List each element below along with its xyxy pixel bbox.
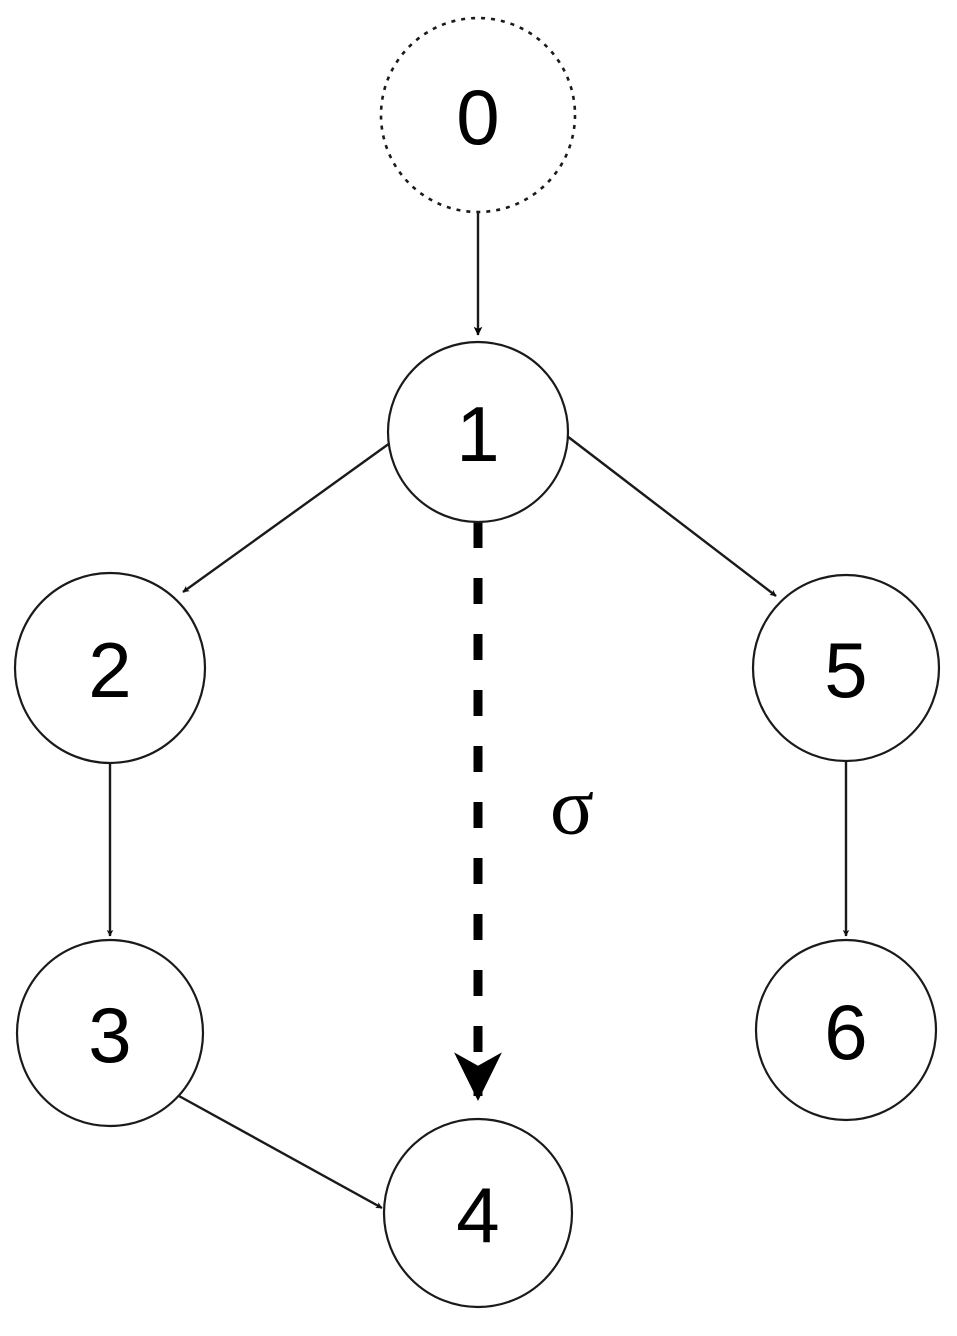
node-2-label: 2 [88, 626, 131, 714]
node-0-label: 0 [456, 73, 499, 161]
node-6-circle[interactable] [754, 938, 938, 1122]
node-4-label: 4 [456, 1171, 499, 1259]
node-5-label: 5 [824, 626, 867, 714]
node-5-circle[interactable] [751, 573, 941, 763]
edge-1-to-2 [182, 442, 391, 593]
node-5[interactable]: 5 [751, 573, 941, 763]
node-3-circle[interactable] [15, 938, 205, 1128]
node-1[interactable]: 1 [386, 340, 570, 524]
edge-1-to-5 [566, 435, 777, 597]
node-2[interactable]: 2 [13, 571, 207, 765]
node-6-label: 6 [824, 988, 867, 1076]
edge-layer [106, 212, 850, 1210]
node-layer: 0 1 2 3 4 5 [13, 16, 941, 1309]
node-0[interactable]: 0 [379, 16, 577, 214]
node-3[interactable]: 3 [15, 938, 205, 1128]
node-6[interactable]: 6 [754, 938, 938, 1122]
node-0-circle[interactable] [379, 16, 577, 214]
node-1-circle[interactable] [386, 340, 570, 524]
node-2-circle[interactable] [13, 571, 207, 765]
node-4-circle[interactable] [382, 1117, 574, 1309]
sigma-label: σ [550, 761, 594, 852]
node-4[interactable]: 4 [382, 1117, 574, 1309]
node-3-label: 3 [88, 991, 131, 1079]
node-1-label: 1 [456, 390, 499, 478]
edge-3-to-4 [178, 1094, 383, 1210]
edge-label-layer: σ [550, 761, 594, 852]
